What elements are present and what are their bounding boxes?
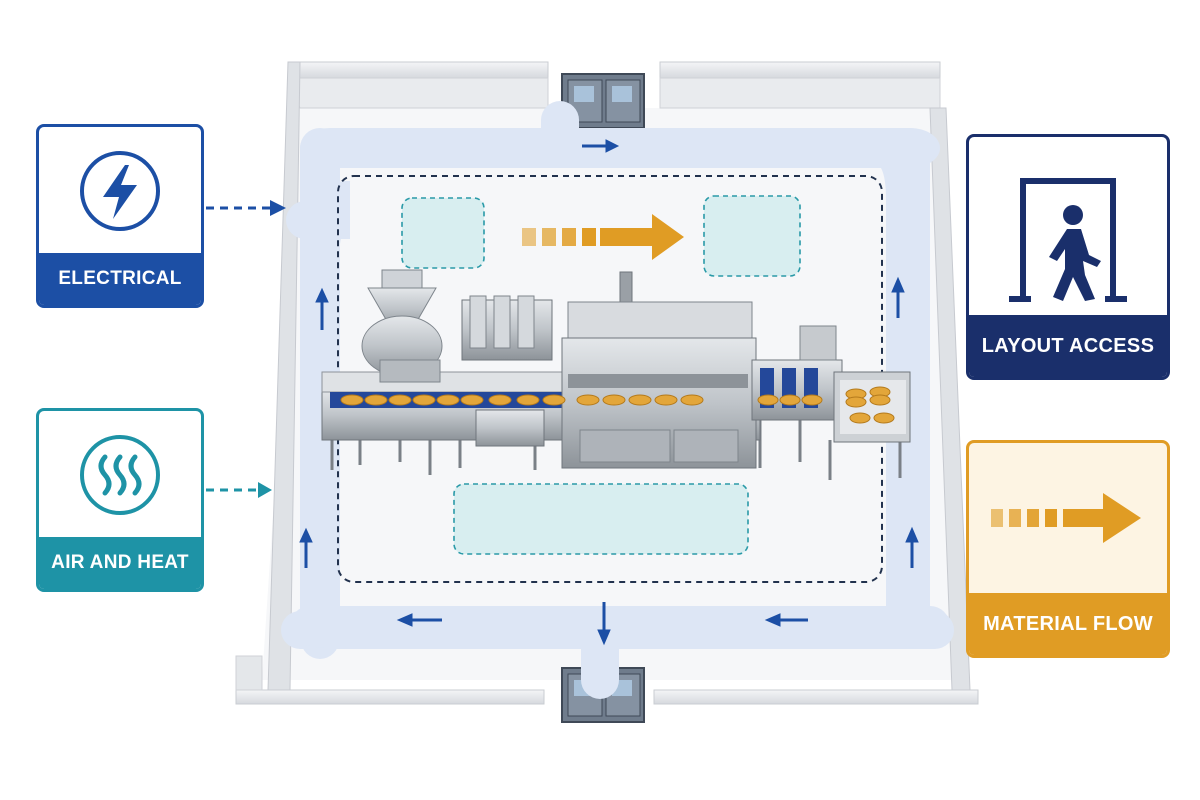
layout-access-label: LAYOUT ACCESS (969, 315, 1167, 377)
dashed-arrow-icon (991, 493, 1141, 543)
material-flow-label: MATERIAL FLOW (969, 593, 1167, 655)
electrical-connector-arrow (206, 200, 286, 216)
lightning-bolt-icon (80, 151, 160, 231)
arrow-up-right-2 (905, 526, 919, 568)
staging-area-bottom (453, 483, 749, 555)
person-doorway-icon (1009, 178, 1127, 302)
electrical-label: ELECTRICAL (39, 253, 201, 305)
arrow-left-bottom-right (764, 613, 808, 627)
staging-area-top-right (703, 195, 801, 277)
air-heat-card: AIR AND HEAT (36, 408, 204, 592)
arrow-up-left-1 (315, 287, 329, 330)
walkway-top (300, 128, 940, 168)
material-flow-icon-area (969, 443, 1167, 593)
air-heat-label: AIR AND HEAT (39, 537, 201, 589)
air-heat-connector-arrow (206, 482, 272, 498)
equipment-zone-boundary (337, 175, 883, 583)
air-heat-icon-area (39, 411, 201, 537)
walkway-bottom (290, 606, 950, 646)
output-table (833, 371, 911, 443)
material-flow-arrow (522, 214, 684, 260)
material-flow-card: MATERIAL FLOW (966, 440, 1170, 658)
arrow-right-top (582, 139, 620, 153)
product-items (340, 386, 895, 424)
layout-access-card: LAYOUT ACCESS (966, 134, 1170, 380)
layout-access-icon-area (969, 137, 1167, 315)
walkway-left (300, 128, 340, 648)
arrow-down-bottom (597, 602, 611, 646)
electrical-card: ELECTRICAL (36, 124, 204, 308)
depositor-unit (461, 295, 553, 447)
walkway-direction-arrows (299, 139, 919, 646)
arrow-up-left-2 (299, 527, 313, 568)
arrow-left-bottom (396, 613, 442, 627)
staging-area-top-left (401, 197, 485, 269)
ingredient-hopper (361, 269, 443, 383)
arrow-up-right-1 (891, 276, 905, 318)
heat-waves-icon (80, 435, 160, 515)
production-line-machine (321, 269, 911, 480)
electrical-icon-area (39, 127, 201, 253)
